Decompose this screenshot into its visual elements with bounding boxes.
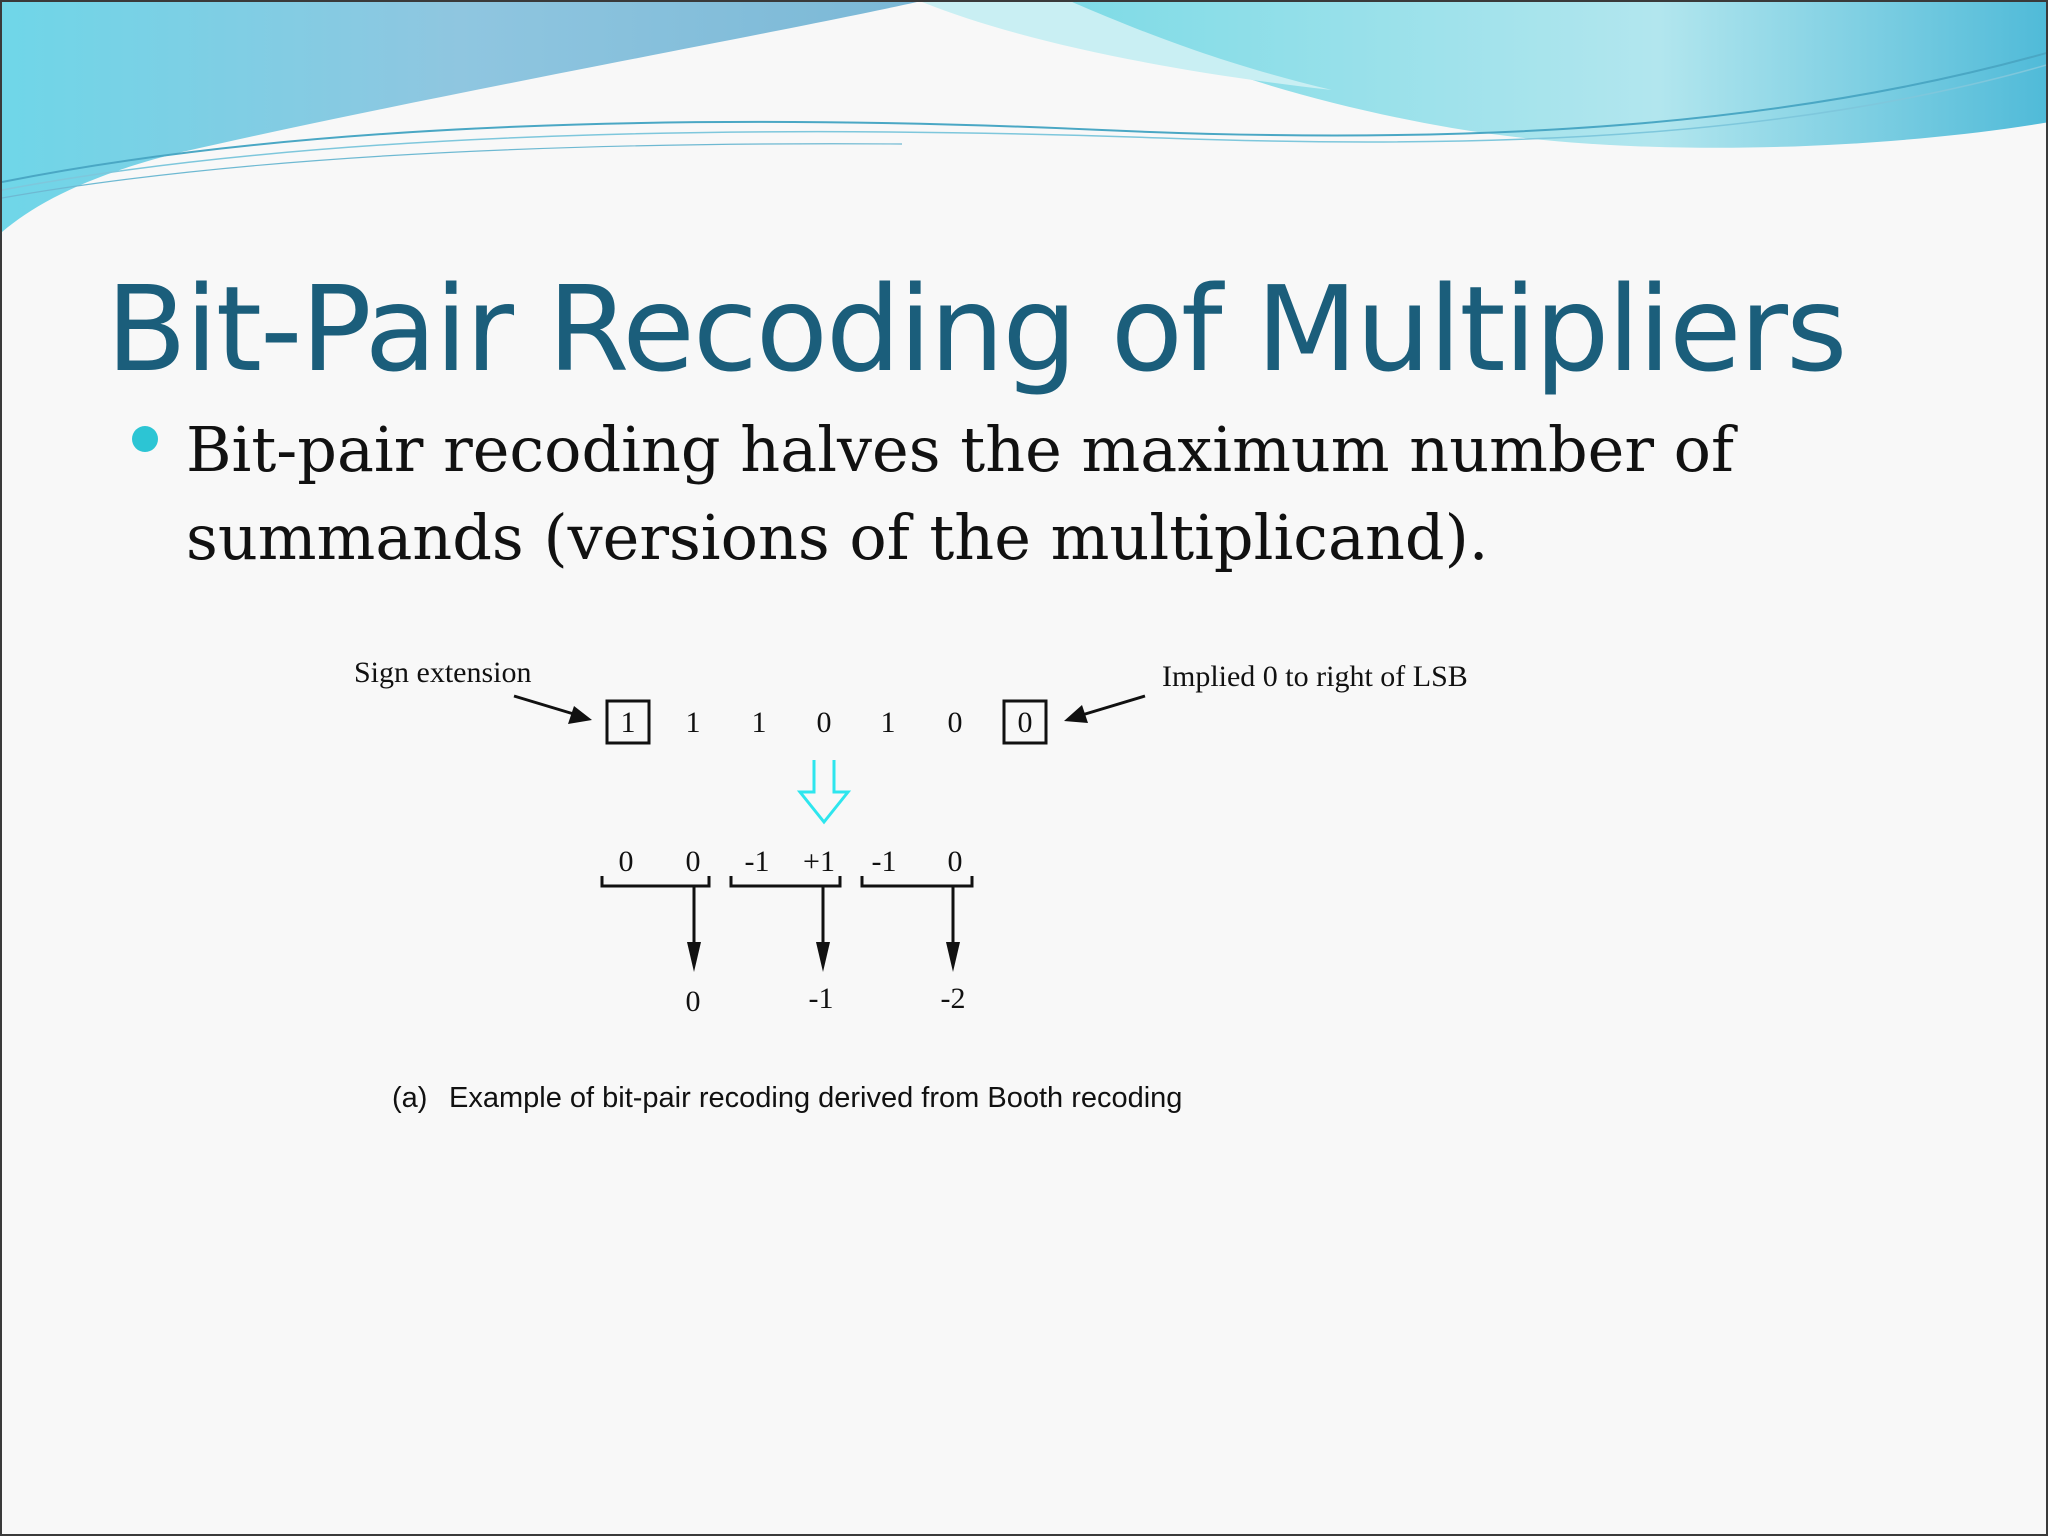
booth-digit: 0 <box>619 845 634 878</box>
implied-zero-arrowhead <box>1064 705 1088 723</box>
bullet-text: Bit-pair recoding halves the maximum num… <box>186 413 1734 574</box>
bullet-dot-icon <box>132 426 158 452</box>
sign-bit-box <box>605 699 651 745</box>
implied-zero-box <box>1002 699 1048 745</box>
multiplier-bit: 1 <box>752 706 767 739</box>
bit-pair-digit: -2 <box>941 982 966 1015</box>
sign-extension-arrowhead <box>568 706 592 724</box>
bit-pair-digit: -1 <box>809 982 834 1015</box>
multiplier-bit: 1 <box>881 706 896 739</box>
multiplier-bit: 0 <box>948 706 963 739</box>
sign-extension-label: Sign extension <box>354 656 532 689</box>
multiplier-bit: 1 <box>686 706 701 739</box>
figure-caption-tag: (a) <box>392 1082 427 1114</box>
multiplier-bit: 0 <box>817 706 832 739</box>
pair-result-arrowhead <box>687 942 701 972</box>
figure-caption: Example of bit-pair recoding derived fro… <box>449 1082 1182 1114</box>
bit-pair-digit: 0 <box>686 985 701 1018</box>
recode-down-arrow-icon <box>796 760 852 825</box>
slide-title: Bit-Pair Recoding of Multipliers <box>106 260 1848 398</box>
booth-digit: 0 <box>686 845 701 878</box>
booth-digit: +1 <box>803 845 835 878</box>
pair-bracket <box>729 876 842 888</box>
multiplier-bit: 1 <box>621 706 636 739</box>
booth-digit: -1 <box>872 845 897 878</box>
header-wave-decoration <box>2 2 2046 232</box>
implied-zero-label: Implied 0 to right of LSB <box>1162 660 1468 693</box>
booth-digit: -1 <box>745 845 770 878</box>
pair-result-arrowhead <box>816 942 830 972</box>
booth-digit: 0 <box>948 845 963 878</box>
pair-bracket <box>860 876 974 888</box>
pair-result-arrowhead <box>946 942 960 972</box>
multiplier-bit: 0 <box>1018 706 1033 739</box>
pair-bracket <box>600 876 711 888</box>
